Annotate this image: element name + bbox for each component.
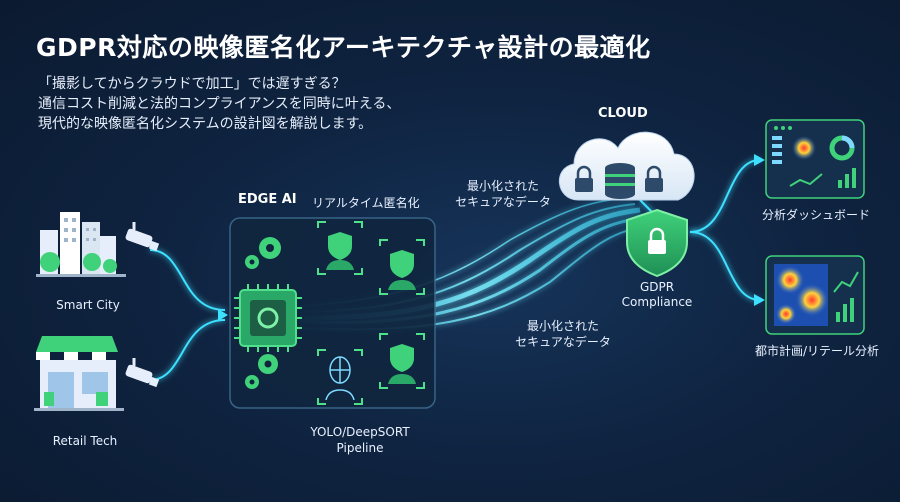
page-subtitle: 「撮影してからクラウドで加工」では遅すぎる？ 通信コスト削減と法的コンプライアン… — [38, 74, 400, 134]
smart-city-label: Smart City — [56, 298, 120, 312]
pipeline-line-2: Pipeline — [336, 441, 384, 455]
face-wireframe-icon — [325, 356, 355, 401]
gdpr-compliance-label: GDPR Compliance — [612, 280, 702, 310]
lock-icon-left — [575, 165, 593, 192]
gear-icon — [245, 237, 281, 389]
face-shield-icon-2 — [388, 250, 416, 290]
lower-flow-line-2: セキュアなデータ — [515, 335, 611, 349]
face-frame-4 — [379, 333, 425, 389]
pipeline-label: YOLO/DeepSORT Pipeline — [290, 424, 430, 456]
security-camera-icon-1 — [125, 222, 160, 252]
connector-retail — [149, 319, 226, 381]
cloud-title: CLOUD — [598, 106, 648, 121]
subtitle-line-2: 通信コスト削減と法的コンプライアンスを同時に叶える、 — [38, 96, 401, 112]
dashboard-panel — [765, 119, 865, 199]
face-frame-2 — [379, 239, 425, 295]
page-title: GDPR対応の映像匿名化アーキテクチャ設計の最適化 — [36, 33, 651, 62]
edge-ai-title: EDGE AI — [238, 192, 297, 207]
pipeline-line-1: YOLO/DeepSORT — [310, 425, 410, 439]
retail-tech-label: Retail Tech — [52, 434, 118, 448]
gdpr-shield-icon — [626, 208, 688, 278]
security-camera-icon-2 — [125, 358, 160, 388]
gdpr-line-1: GDPR — [639, 280, 675, 294]
upper-flow-label: 最小化された セキュアなデータ — [448, 178, 558, 210]
city-buildings-icon — [36, 212, 126, 277]
gdpr-line-2: Compliance — [621, 295, 693, 309]
connector-smart-city — [149, 249, 226, 311]
edge-panel — [229, 217, 436, 409]
face-shield-icon-3 — [388, 344, 416, 384]
retail-store-icon — [34, 336, 124, 411]
face-shield-icon-1 — [326, 232, 354, 270]
lock-icon-right — [645, 165, 663, 192]
realtime-anonymization-label: リアルタイム匿名化 — [312, 196, 420, 210]
connector-dashboard — [689, 159, 761, 233]
face-frame-1 — [317, 221, 363, 275]
heatmap-panel — [765, 255, 865, 335]
lower-flow-label: 最小化された セキュアなデータ — [508, 318, 618, 350]
upper-flow-line-1: 最小化された — [466, 179, 539, 193]
connector-planning — [689, 231, 761, 301]
planning-label: 都市計画/リテール分析 — [754, 344, 880, 358]
subtitle-line-1: 「撮影してからクラウドで加工」では遅すぎる？ — [38, 76, 346, 92]
face-frame-3 — [317, 349, 363, 405]
upper-flow-line-2: セキュアなデータ — [455, 195, 551, 209]
database-icon — [605, 163, 635, 199]
ai-chip-icon — [234, 284, 302, 352]
subtitle-line-3: 現代的な映像匿名化システムの設計図を解説します。 — [38, 116, 373, 132]
lower-flow-line-1: 最小化された — [526, 319, 599, 333]
dashboard-label: 分析ダッシュボード — [761, 208, 870, 222]
